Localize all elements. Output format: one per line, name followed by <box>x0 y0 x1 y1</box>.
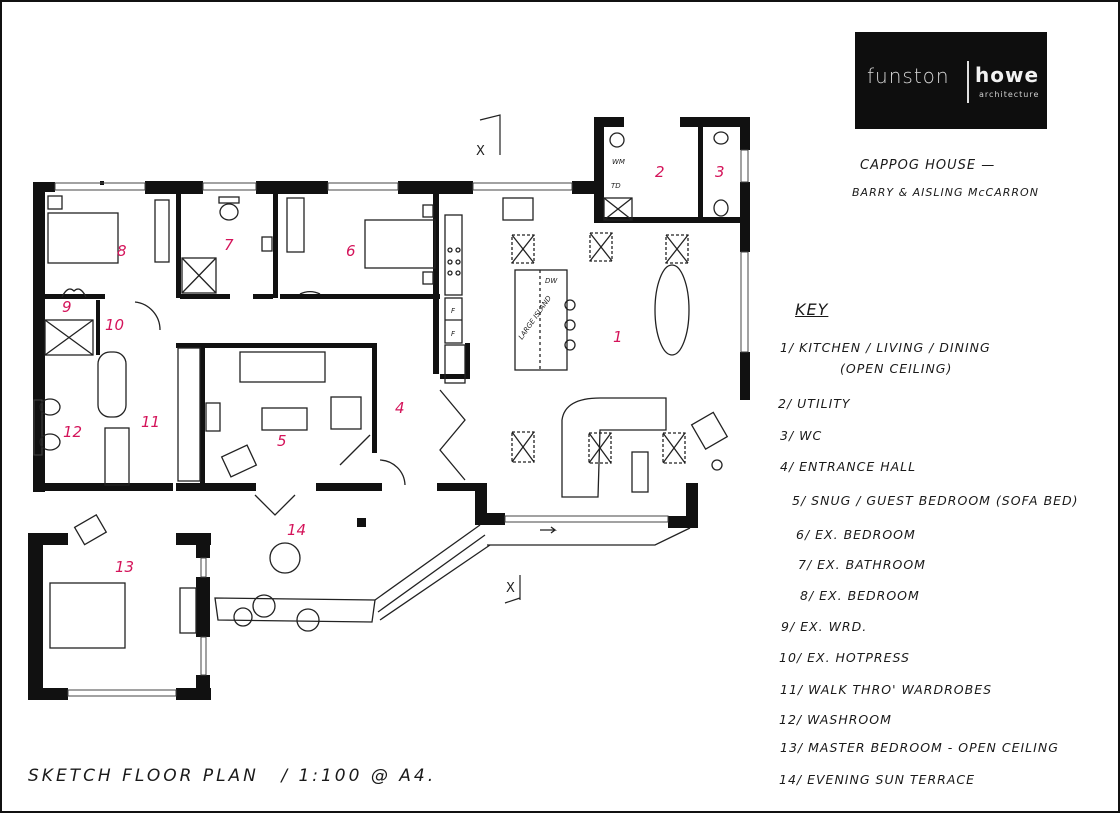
logo-name-right: howe <box>975 63 1040 87</box>
key-item-1: 1/ KITCHEN / LIVING / DINING <box>780 340 991 355</box>
room-number-9: 9 <box>62 298 72 316</box>
room-number-13: 13 <box>115 558 134 576</box>
key-item-label: WASHROOM <box>807 712 892 727</box>
key-item-12: 12/ WASHROOM <box>779 712 892 727</box>
project-title: CAPPOG HOUSE — <box>860 158 996 173</box>
fridge-annotation-1: F <box>451 307 456 315</box>
project-client: BARRY & AISLING McCARRON <box>852 186 1039 199</box>
drawing-title-text: SKETCH FLOOR PLAN <box>28 766 259 786</box>
key-item-number: 1/ <box>780 340 795 355</box>
fridge-annotation-2: F <box>451 330 456 338</box>
section-mark-top: X <box>476 144 485 159</box>
key-item-label: SNUG / GUEST BEDROOM (SOFA BED) <box>811 493 1079 508</box>
walls <box>28 117 750 700</box>
room-number-1: 1 <box>613 328 623 346</box>
room-number-4: 4 <box>395 399 405 417</box>
key-item-10: 10/ EX. HOTPRESS <box>779 650 910 665</box>
logo-divider <box>967 61 969 103</box>
key-item-7: 7/ EX. BATHROOM <box>798 557 926 572</box>
key-item-label: EVENING SUN TERRACE <box>807 772 975 787</box>
dishwasher-annotation: DW <box>545 277 558 285</box>
key-item-number: 12/ <box>779 712 803 727</box>
key-item-number: 3/ <box>780 428 795 443</box>
key-item-number: 4/ <box>780 459 795 474</box>
logo-subtitle: architecture <box>979 90 1040 99</box>
key-item-label: EX. HOTPRESS <box>807 650 910 665</box>
key-item-label: KITCHEN / LIVING / DINING <box>799 340 991 355</box>
key-item-label: ENTRANCE HALL <box>799 459 917 474</box>
key-item-number: 7/ <box>798 557 813 572</box>
key-item-3: 3/ WC <box>780 428 822 443</box>
section-mark-bottom: X <box>506 581 515 596</box>
island-annotation: LARGE ISLAND <box>517 294 553 341</box>
key-item-label: WALK THRO' WARDROBES <box>808 682 993 697</box>
key-item-label: EX. BEDROOM <box>815 527 916 542</box>
key-item-13: 13/ MASTER BEDROOM - OPEN CEILING <box>780 740 1059 755</box>
room-number-10: 10 <box>105 316 124 334</box>
key-item-1-sub: (OPEN CEILING) <box>840 361 953 376</box>
key-item-number: 2/ <box>778 396 793 411</box>
key-item-label: MASTER BEDROOM - OPEN CEILING <box>808 740 1059 755</box>
room-number-11: 11 <box>141 413 160 431</box>
room-number-2: 2 <box>655 163 665 181</box>
key-item-label: UTILITY <box>797 396 851 411</box>
key-item-number: 8/ <box>800 588 815 603</box>
key-item-14: 14/ EVENING SUN TERRACE <box>779 772 975 787</box>
key-item-number: 11/ <box>780 682 804 697</box>
room-number-8: 8 <box>117 242 127 260</box>
key-item-label: WC <box>799 428 823 443</box>
key-item-5: 5/ SNUG / GUEST BEDROOM (SOFA BED) <box>792 493 1079 508</box>
room-number-3: 3 <box>715 163 725 181</box>
key-item-label: EX. BEDROOM <box>819 588 920 603</box>
key-item-9: 9/ EX. WRD. <box>781 619 867 634</box>
drawing-title: SKETCH FLOOR PLAN / 1:100 @ A4. <box>28 766 436 786</box>
key-item-number: 9/ <box>781 619 796 634</box>
logo-name-left: funston <box>867 64 950 88</box>
room-number-6: 6 <box>346 242 356 260</box>
tumble-dryer-annotation: TD <box>611 182 621 190</box>
section-marks <box>479 114 521 604</box>
key-item-number: 5/ <box>792 493 807 508</box>
key-title: KEY <box>795 300 829 319</box>
room-number-7: 7 <box>224 236 234 254</box>
key-item-number: 6/ <box>796 527 811 542</box>
key-item-number: 13/ <box>780 740 804 755</box>
key-item-4: 4/ ENTRANCE HALL <box>780 459 916 474</box>
fixtures-furniture <box>39 131 729 649</box>
architect-logo: funston howe architecture <box>855 32 1047 129</box>
washing-machine-annotation: WM <box>612 158 625 166</box>
key-item-number: 14/ <box>779 772 803 787</box>
key-item-6: 6/ EX. BEDROOM <box>796 527 916 542</box>
key-item-label: EX. BATHROOM <box>817 557 926 572</box>
key-item-label: EX. WRD. <box>800 619 868 634</box>
room-number-12: 12 <box>63 423 82 441</box>
key-item-2: 2/ UTILITY <box>778 396 851 411</box>
room-number-5: 5 <box>277 432 287 450</box>
room-number-14: 14 <box>287 521 306 539</box>
key-item-8: 8/ EX. BEDROOM <box>800 588 920 603</box>
key-item-11: 11/ WALK THRO' WARDROBES <box>780 682 992 697</box>
key-item-number: 10/ <box>779 650 803 665</box>
windows <box>33 149 749 697</box>
drawing-scale: / 1:100 @ A4. <box>281 766 437 786</box>
